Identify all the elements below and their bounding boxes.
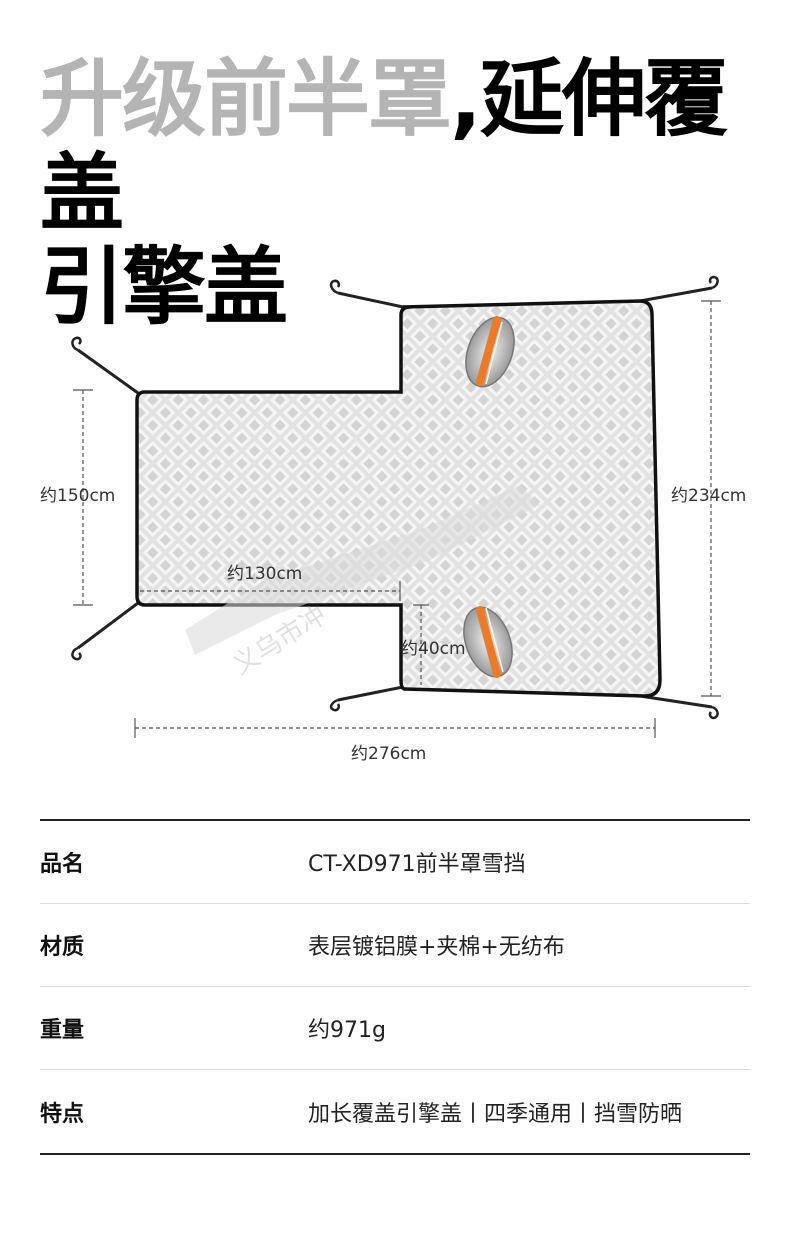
dimension-label-40: 约40cm xyxy=(401,639,466,659)
spec-row-weight: 重量 约971g xyxy=(40,987,750,1070)
mirror-pocket-bottom xyxy=(463,606,513,678)
headline-separator: , xyxy=(450,50,482,148)
dimension-label-234: 约234cm xyxy=(671,486,746,506)
headline-line2: 引擎盖 xyxy=(40,238,288,336)
spec-row-name: 品名 CT-XD971前半罩雪挡 xyxy=(40,821,750,904)
spec-label: 材质 xyxy=(40,935,85,960)
headline: 升级前半罩,延伸覆盖 引擎盖 xyxy=(40,52,790,334)
hook-icons xyxy=(71,275,719,720)
spec-label: 品名 xyxy=(40,852,85,877)
spec-value: CT-XD971前半罩雪挡 xyxy=(308,852,526,877)
spec-row-material: 材质 表层镀铝膜+夹棉+无纺布 xyxy=(40,904,750,987)
dimension-lines xyxy=(73,300,721,738)
mirror-pocket-top xyxy=(465,316,515,388)
dimension-label-150: 约150cm xyxy=(40,486,115,506)
dimension-label-130: 约130cm xyxy=(227,564,302,584)
spec-label: 特点 xyxy=(40,1101,85,1127)
headline-part2: 延伸覆盖 xyxy=(40,50,728,242)
spec-value: 约971g xyxy=(308,1018,386,1043)
spec-value: 加长覆盖引擎盖丨四季通用丨挡雪防晒 xyxy=(308,1101,683,1127)
spec-row-features: 特点 加长覆盖引擎盖丨四季通用丨挡雪防晒 xyxy=(40,1070,750,1153)
spec-value: 表层镀铝膜+夹棉+无纺布 xyxy=(308,935,565,960)
spec-table: 品名 CT-XD971前半罩雪挡 材质 表层镀铝膜+夹棉+无纺布 重量 约971… xyxy=(40,819,750,1155)
spec-label: 重量 xyxy=(40,1018,85,1043)
dimension-label-276: 约276cm xyxy=(351,744,426,764)
headline-part1: 升级前半罩 xyxy=(40,50,452,148)
product-diagram: 义乌市冲 约150cm 约234cm 约130cm 约40cm 约276cm xyxy=(40,275,746,764)
straps xyxy=(77,286,713,709)
